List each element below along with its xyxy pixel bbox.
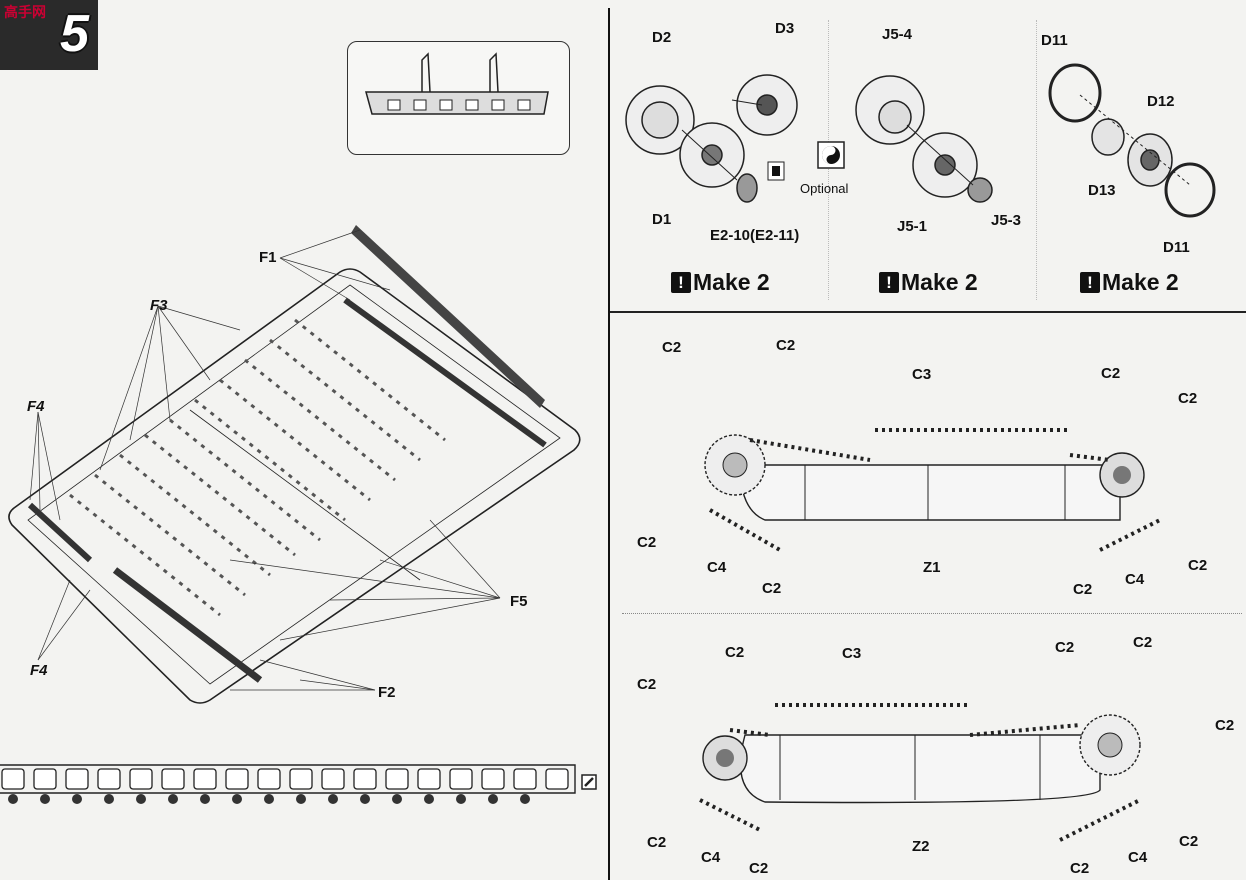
track1-c2-e: C2 [637,534,657,551]
track-sprue-drawing [8,225,581,704]
section-divider [610,311,1246,313]
track-assembly-1 [704,428,1161,552]
track1-c2-d: C2 [1178,390,1198,407]
label-f2: F2 [378,684,396,701]
track-assembly-2 [699,703,1141,842]
label-d1: D1 [652,211,672,228]
track2-c4-a: C4 [701,849,721,866]
label-optional: Optional [800,181,849,196]
track2-c2-a: C2 [637,676,657,693]
label-f3: F3 [150,297,168,314]
label-e2-10: E2-10(E2-11) [710,227,800,244]
optional-icon [817,141,845,169]
make-2-a: !Make 2 [671,269,770,296]
label-d3: D3 [775,20,795,37]
label-d13: D13 [1088,182,1116,199]
sprocket-assembly-c [1048,63,1216,218]
track1-z1: Z1 [923,559,941,576]
track1-c2-h: C2 [1188,557,1208,574]
label-d11-bottom: D11 [1163,239,1190,256]
track-strip-drawing [0,764,597,804]
inset-track-drawing [365,52,549,115]
label-d11-top: D11 [1041,32,1068,49]
label-j5-4: J5-4 [882,26,913,43]
make-2-b: !Make 2 [879,269,978,296]
track1-c4-a: C4 [707,559,727,576]
track2-c2-c: C2 [1055,639,1075,656]
track2-c2-d: C2 [1133,634,1153,651]
dotted-divider [622,613,1242,614]
label-j5-1: J5-1 [897,218,928,235]
track2-c2-i: C2 [1179,833,1199,850]
label-f5: F5 [510,593,528,610]
label-d2: D2 [652,29,672,46]
track2-c2-e: C2 [1215,717,1235,734]
sprocket-assembly-a [625,74,798,203]
track2-c4-b: C4 [1128,849,1148,866]
track2-c2-f: C2 [647,834,667,851]
track2-z2: Z2 [912,838,930,855]
track1-c2-f: C2 [762,580,782,597]
track2-c2-h: C2 [1070,860,1090,877]
label-f4-top: F4 [27,398,45,415]
sprocket-assembly-b [855,75,993,203]
track2-c2-b: C2 [725,644,745,661]
track1-c2-g: C2 [1073,581,1093,598]
make-2-c: !Make 2 [1080,269,1179,296]
step-badge: 高手网 5 [0,0,98,70]
track1-c2-c: C2 [1101,365,1121,382]
track2-c3: C3 [842,645,862,662]
track1-c3: C3 [912,366,932,383]
site-logo: 高手网 [4,4,46,20]
step-number: 5 [60,5,89,63]
track1-c2-a: C2 [662,339,682,356]
label-f4-bottom: F4 [30,662,48,679]
track1-c2-b: C2 [776,337,796,354]
page-divider [608,8,610,880]
label-d12: D12 [1147,93,1175,110]
label-j5-3: J5-3 [991,212,1022,229]
detail-inset [347,41,570,155]
label-f1: F1 [259,249,277,266]
track2-c2-g: C2 [749,860,769,877]
track1-c4-b: C4 [1125,571,1145,588]
dotted-divider [1036,20,1037,300]
